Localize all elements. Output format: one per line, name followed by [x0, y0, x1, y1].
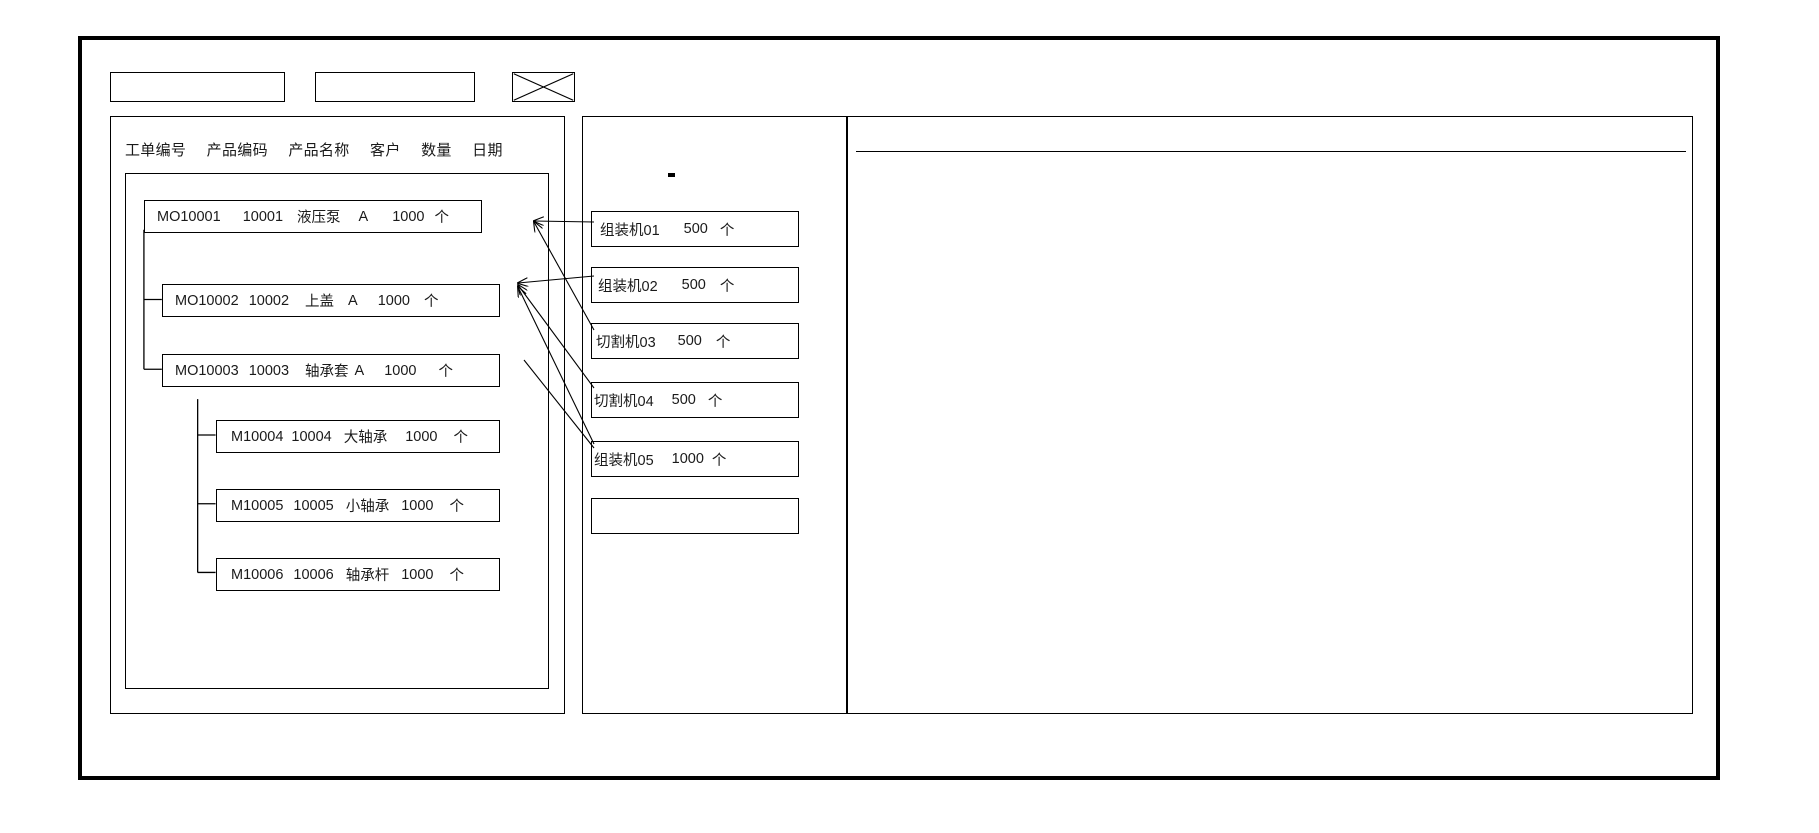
machine-name: 切割机04: [594, 393, 654, 410]
table-row[interactable]: MO10003 10003 轴承套 A 1000 个: [162, 354, 500, 387]
column-header-product-code: 产品编码: [206, 142, 268, 159]
column-header-customer: 客户: [370, 142, 401, 159]
row-quantity: 1000: [401, 566, 434, 583]
panel-marker-dot: [668, 173, 675, 177]
row-product-code: 10001: [242, 208, 284, 225]
machine-quantity: 1000: [671, 451, 704, 467]
row-customer: A: [358, 208, 369, 225]
machine-empty-slot[interactable]: [591, 498, 799, 534]
row-product-code: 10003: [248, 362, 290, 379]
machine-quantity: 500: [683, 221, 708, 237]
list-item[interactable]: 组装机01 500 个: [591, 211, 799, 247]
work-order-column-headers: 工单编号 产品编码 产品名称 客户 数量 日期: [125, 139, 503, 160]
machine-name: 组装机05: [594, 452, 654, 469]
toolbar-field-1[interactable]: [110, 72, 285, 102]
machine-allocation-panel: 组装机01 500 个 组装机02 500 个 切割机03 500 个 切割机0…: [582, 116, 847, 714]
row-unit: 个: [434, 210, 449, 226]
machine-quantity: 500: [681, 277, 706, 293]
row-order-no: MO10002: [175, 292, 239, 309]
row-unit: 个: [438, 364, 453, 380]
table-row[interactable]: MO10001 10001 液压泵 A 1000 个: [144, 200, 482, 233]
machine-unit: 个: [719, 222, 735, 239]
list-item[interactable]: 切割机04 500 个: [591, 382, 799, 418]
row-product-name: 轴承套: [305, 364, 349, 380]
table-row[interactable]: M10005 10005 小轴承 1000 个: [216, 489, 500, 522]
row-unit: 个: [449, 568, 465, 584]
row-order-no: M10006: [231, 566, 284, 583]
row-unit: 个: [453, 430, 469, 446]
work-order-list-panel: 工单编号 产品编码 产品名称 客户 数量 日期: [110, 116, 565, 714]
row-product-code: 10002: [248, 292, 290, 309]
machine-unit: 个: [711, 452, 727, 469]
table-row[interactable]: M10006 10006 轴承杆 1000 个: [216, 558, 500, 591]
row-quantity: 1000: [405, 428, 438, 445]
row-order-no: MO10003: [175, 362, 239, 379]
row-product-name: 小轴承: [345, 499, 390, 515]
list-item[interactable]: 切割机03 500 个: [591, 323, 799, 359]
table-row[interactable]: M10004 10004 大轴承 1000 个: [216, 420, 500, 453]
row-product-code: 10006: [293, 566, 334, 583]
machine-quantity: 500: [671, 392, 696, 408]
row-product-name: 大轴承: [343, 430, 388, 446]
machine-unit: 个: [715, 334, 731, 351]
column-header-order-no: 工单编号: [125, 142, 187, 159]
column-header-date: 日期: [472, 142, 503, 159]
row-quantity: 1000: [392, 208, 425, 225]
row-quantity: 1000: [401, 497, 434, 514]
row-unit: 个: [423, 294, 439, 310]
machine-quantity: 500: [677, 333, 702, 349]
table-row[interactable]: MO10002 10002 上盖 A 1000 个: [162, 284, 500, 317]
bom-tree-area: MO10001 10001 液压泵 A 1000 个 MO10002 10002…: [125, 173, 549, 689]
image-placeholder-icon[interactable]: [512, 72, 575, 102]
row-order-no: M10004: [231, 428, 284, 445]
row-order-no: M10005: [231, 497, 284, 514]
detail-panel: [847, 116, 1693, 714]
row-product-name: 上盖: [305, 294, 335, 310]
row-customer: A: [348, 292, 358, 309]
row-order-no: MO10001: [157, 208, 221, 225]
row-unit: 个: [449, 499, 465, 515]
row-product-name: 轴承杆: [345, 568, 390, 584]
machine-name: 组装机01: [600, 222, 660, 239]
row-product-name: 液压泵: [297, 210, 341, 226]
detail-panel-header-rule: [856, 151, 1686, 152]
row-customer: A: [354, 362, 365, 379]
column-header-product-name: 产品名称: [288, 142, 350, 159]
list-item[interactable]: 组装机05 1000 个: [591, 441, 799, 477]
row-quantity: 1000: [377, 292, 410, 309]
list-item[interactable]: 组装机02 500 个: [591, 267, 799, 303]
machine-unit: 个: [719, 278, 735, 295]
row-product-code: 10004: [291, 428, 332, 445]
row-quantity: 1000: [384, 362, 417, 379]
application-window-frame: 工单编号 产品编码 产品名称 客户 数量 日期: [78, 36, 1720, 780]
row-product-code: 10005: [293, 497, 334, 514]
machine-unit: 个: [707, 393, 723, 410]
machine-name: 组装机02: [598, 278, 658, 295]
detail-panel-body[interactable]: [848, 117, 1692, 713]
toolbar-field-2[interactable]: [315, 72, 475, 102]
machine-name: 切割机03: [596, 334, 656, 351]
column-header-quantity: 数量: [421, 142, 452, 159]
